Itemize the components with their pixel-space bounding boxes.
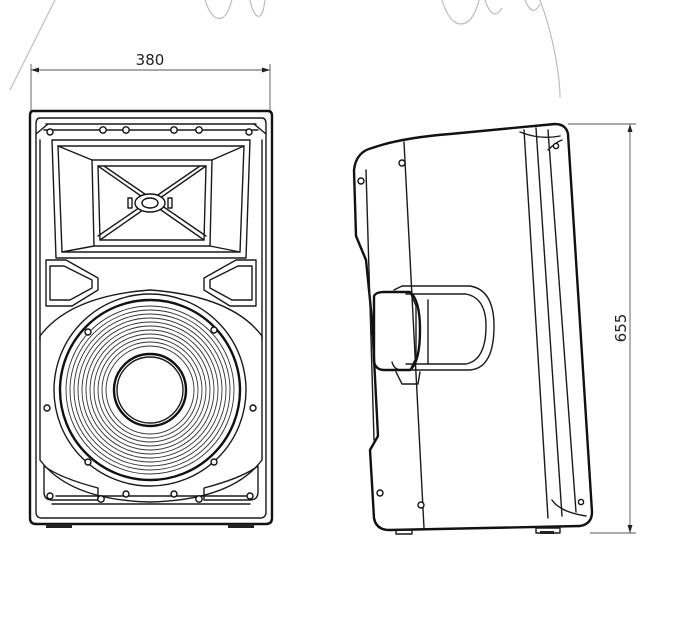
front-view bbox=[28, 109, 274, 528]
side-screws bbox=[357, 142, 585, 509]
top-bolts bbox=[46, 126, 253, 136]
width-dimension-label: 380 bbox=[136, 51, 165, 69]
horn-waveguide bbox=[51, 139, 251, 259]
width-dimension: 380 bbox=[30, 51, 271, 112]
side-feet bbox=[395, 527, 561, 535]
front-bottom-grips bbox=[43, 465, 259, 505]
side-view bbox=[352, 122, 594, 535]
height-dimension-label: 655 bbox=[612, 314, 630, 343]
woofer bbox=[39, 289, 263, 503]
side-handle bbox=[372, 285, 495, 385]
height-dimension: 655 bbox=[568, 123, 636, 534]
front-side-grips bbox=[45, 259, 257, 307]
background-swoosh-decoration bbox=[9, 0, 561, 99]
front-feet bbox=[46, 524, 254, 528]
